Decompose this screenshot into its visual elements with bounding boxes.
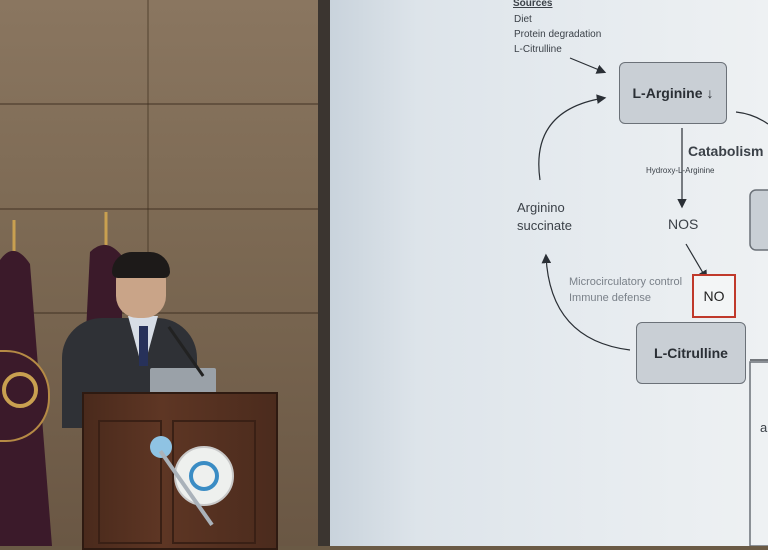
podium-panel bbox=[172, 420, 256, 544]
speaker-tie bbox=[139, 326, 148, 366]
immune-label: Immune defense bbox=[569, 292, 651, 304]
source-item: Protein degradation bbox=[514, 29, 602, 40]
laptop bbox=[150, 368, 216, 394]
podium-panel bbox=[98, 420, 162, 544]
source-item: Diet bbox=[514, 14, 532, 25]
source-item: L-Citrulline bbox=[514, 44, 562, 55]
l-arginine-label: L-Arginine bbox=[632, 85, 703, 101]
microcirculatory-label: Microcirculatory control bbox=[569, 276, 683, 288]
wall-seam bbox=[0, 103, 330, 105]
edge-letter: a bbox=[760, 420, 768, 435]
handheld-microphone-icon bbox=[150, 436, 172, 458]
seal-knot-icon bbox=[2, 372, 38, 408]
hydroxy-label: Hydroxy-L-Arginine bbox=[646, 166, 715, 175]
nos-label: NOS bbox=[668, 216, 699, 232]
down-arrow-icon: ↓ bbox=[706, 85, 714, 101]
succinate-label: succinate bbox=[517, 218, 572, 233]
university-emblem-icon bbox=[174, 446, 234, 506]
no-box: NO bbox=[692, 274, 736, 318]
catabolism-label: Catabolism bbox=[688, 143, 764, 159]
l-arginine-box: L-Arginine ↓ bbox=[619, 62, 727, 124]
projection-screen: Sources Diet Protein degradation L-Citru… bbox=[330, 0, 768, 546]
l-citrulline-box: L-Citrulline bbox=[636, 322, 746, 384]
wall-seam bbox=[0, 312, 330, 314]
sources-heading: Sources bbox=[513, 0, 553, 9]
arginino-label: Arginino bbox=[517, 200, 565, 215]
screen-frame bbox=[318, 0, 330, 546]
speaker-hair bbox=[112, 252, 170, 278]
wall-seam bbox=[0, 208, 330, 210]
